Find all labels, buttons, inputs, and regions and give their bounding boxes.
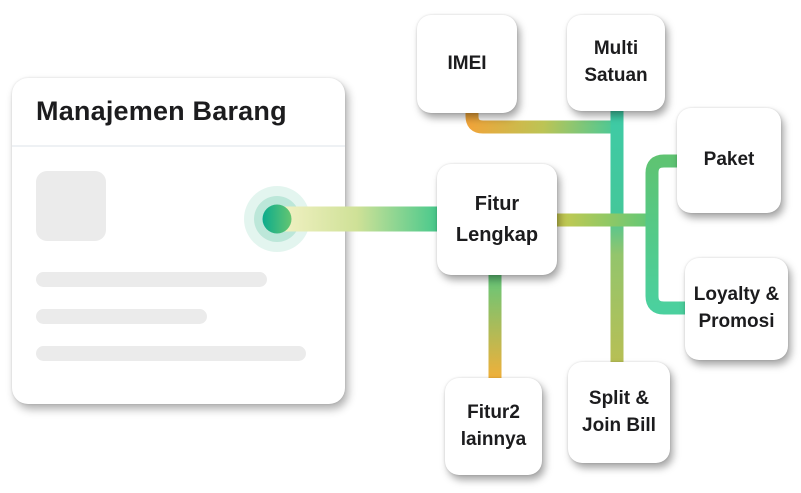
node-split-join-bill-label: Split & Join Bill bbox=[582, 387, 656, 436]
node-multi-satuan: Multi Satuan bbox=[567, 15, 665, 111]
node-fitur-lengkap-hub: Fitur Lengkap bbox=[437, 164, 557, 275]
card-header: Manajemen Barang bbox=[12, 78, 345, 147]
card-title: Manajemen Barang bbox=[36, 96, 287, 126]
node-paket: Paket bbox=[677, 108, 781, 213]
node-paket-label: Paket bbox=[703, 149, 755, 171]
node-imei-label: IMEI bbox=[447, 52, 487, 74]
manajemen-barang-card: Manajemen Barang bbox=[12, 78, 345, 404]
node-loyalty-promosi-label: Loyalty & Promosi bbox=[693, 284, 780, 332]
node-loyalty-promosi: Loyalty & Promosi bbox=[685, 258, 788, 360]
card-body bbox=[12, 147, 345, 402]
node-multi-satuan-label: Multi Satuan bbox=[584, 38, 648, 86]
thumbnail-placeholder bbox=[36, 171, 106, 241]
skeleton-line bbox=[36, 272, 267, 287]
node-split-join-bill: Split & Join Bill bbox=[568, 362, 670, 463]
node-fitur2-lainnya-label: Fitur2 lainnya bbox=[460, 401, 527, 450]
skeleton-line bbox=[36, 346, 306, 361]
node-fitur2-lainnya: Fitur2 lainnya bbox=[445, 378, 542, 475]
skeleton-line bbox=[36, 309, 207, 324]
node-fitur-lengkap-label: Fitur Lengkap bbox=[455, 192, 539, 246]
node-imei: IMEI bbox=[417, 15, 517, 113]
